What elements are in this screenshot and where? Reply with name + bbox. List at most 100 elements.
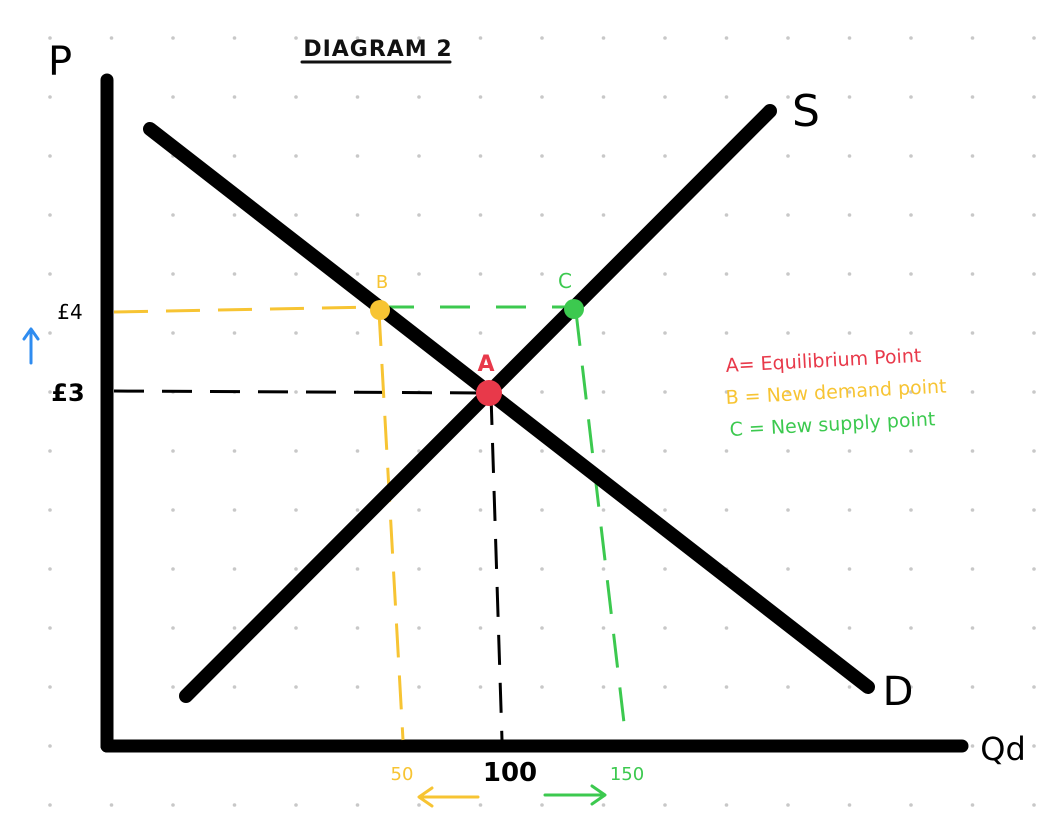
grid-dot	[48, 803, 52, 807]
legend-item-new-supply: C = New supply point	[729, 408, 936, 441]
grid-dot	[540, 508, 544, 512]
grid-dot	[970, 685, 975, 689]
grid-dot	[847, 36, 852, 40]
grid-dot	[232, 567, 237, 571]
grid-dot	[355, 803, 360, 807]
grid-dot	[540, 626, 544, 630]
grid-dot	[232, 331, 237, 335]
price-4-label: £4	[57, 300, 82, 324]
grid-dot	[232, 36, 237, 40]
grid-dot	[294, 272, 298, 276]
grid-dot	[970, 803, 975, 807]
grid-dot	[909, 331, 913, 335]
grid-dot	[847, 685, 852, 689]
grid-dot	[232, 508, 237, 512]
grid-dot	[48, 331, 52, 335]
grid-dot	[786, 803, 790, 807]
grid-dot	[909, 272, 913, 276]
legend: A= Equilibrium Point B = New demand poin…	[725, 345, 947, 441]
grid-dot	[786, 213, 790, 217]
grid-dot	[601, 390, 606, 394]
grid-dot	[355, 626, 360, 630]
grid-dot	[786, 95, 790, 99]
grid-dot	[355, 567, 360, 571]
point-a-label: A	[477, 352, 494, 377]
grid-dot	[847, 95, 852, 99]
grid-dot	[417, 272, 421, 276]
demand-curve	[143, 122, 875, 694]
grid-dot	[171, 508, 175, 512]
grid-dot	[48, 744, 52, 748]
grid-dot	[48, 390, 52, 394]
grid-dot	[601, 567, 606, 571]
grid-dot	[663, 154, 667, 158]
grid-dot	[294, 449, 298, 453]
grid-dot	[171, 36, 175, 40]
grid-dot	[48, 626, 52, 630]
grid-dot	[909, 508, 913, 512]
grid-dot	[786, 390, 790, 394]
grid-dot	[601, 449, 606, 453]
grid-dot	[232, 213, 237, 217]
grid-dot	[1032, 449, 1036, 453]
grid-dot	[540, 154, 544, 158]
grid-dot	[909, 685, 913, 689]
grid-dot	[540, 449, 544, 453]
grid-dot	[970, 449, 975, 453]
grid-dot	[909, 803, 913, 807]
grid-dot	[355, 36, 360, 40]
grid-dot	[663, 390, 667, 394]
grid-dot	[601, 508, 606, 512]
grid-dot	[109, 803, 114, 807]
legend-item-equilibrium: A= Equilibrium Point	[725, 345, 922, 377]
grid-dot	[786, 508, 790, 512]
grid-dot	[417, 154, 421, 158]
grid-dot	[847, 154, 852, 158]
grid-dot	[601, 803, 606, 807]
grid-dot	[724, 272, 729, 276]
right-arrow-icon	[543, 784, 607, 806]
grid-dot	[601, 626, 606, 630]
grid-dot	[171, 213, 175, 217]
grid-dot	[171, 95, 175, 99]
grid-dot	[294, 154, 298, 158]
grid-dot	[540, 567, 544, 571]
demand-curve-label: D	[883, 669, 914, 715]
grid-dot	[970, 567, 975, 571]
grid-dot	[540, 95, 544, 99]
grid-dot	[48, 154, 52, 158]
grid-dot	[355, 154, 360, 158]
legend-item-new-demand: B = New demand point	[725, 375, 947, 409]
grid-dot	[355, 685, 360, 689]
quantity-50-label: 50	[391, 764, 414, 785]
grid-dot	[1032, 154, 1036, 158]
grid-dot	[909, 626, 913, 630]
grid-dot	[663, 449, 667, 453]
grid-dot	[48, 685, 52, 689]
grid-dot	[478, 449, 483, 453]
grid-dot	[48, 213, 52, 217]
grid-dot	[663, 685, 667, 689]
grid-dot	[1032, 685, 1036, 689]
grid-dot	[294, 567, 298, 571]
grid-dot	[355, 95, 360, 99]
grid-dot	[171, 272, 175, 276]
grid-dot	[1032, 390, 1036, 394]
grid-dot	[355, 331, 360, 335]
grid-dot	[171, 449, 175, 453]
supply-curve-label: S	[792, 86, 820, 137]
grid-dot	[294, 626, 298, 630]
grid-dot	[724, 803, 729, 807]
grid-dot	[232, 272, 237, 276]
grid-dot	[417, 803, 421, 807]
grid-dot	[847, 331, 852, 335]
grid-dot	[540, 272, 544, 276]
grid-dot	[48, 36, 52, 40]
grid-dot	[601, 95, 606, 99]
grid-dot	[601, 36, 606, 40]
grid-dot	[970, 95, 975, 99]
grid-dot	[355, 272, 360, 276]
grid-dot	[417, 508, 421, 512]
grid-dot	[663, 95, 667, 99]
